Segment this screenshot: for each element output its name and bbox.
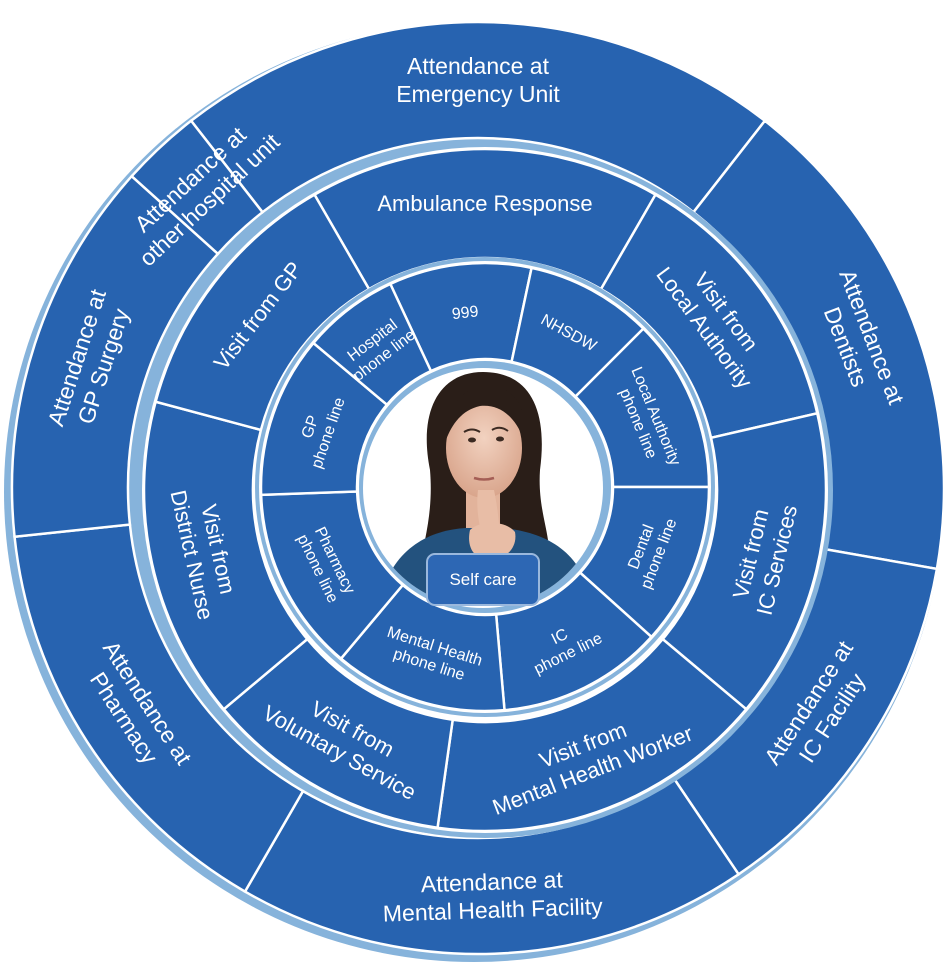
inner-label: 999	[451, 303, 480, 323]
middle-label-line: Ambulance Response	[377, 191, 592, 216]
outer-label-line: Attendance at	[407, 53, 550, 79]
inner-label-line: IC	[549, 626, 571, 648]
self-care-button[interactable]: Self care	[426, 553, 540, 606]
middle-label: Ambulance Response	[377, 191, 592, 216]
outer-label-line: Emergency Unit	[396, 81, 560, 107]
middle-segment[interactable]	[154, 192, 371, 432]
inner-segment[interactable]	[311, 282, 433, 407]
inner-label-line: 999	[451, 303, 480, 323]
outer-label-line: Attendance at	[420, 866, 563, 897]
outer-segment[interactable]	[189, 20, 767, 214]
inner-label-line: GP	[299, 413, 323, 440]
outer-segment[interactable]	[129, 119, 265, 256]
